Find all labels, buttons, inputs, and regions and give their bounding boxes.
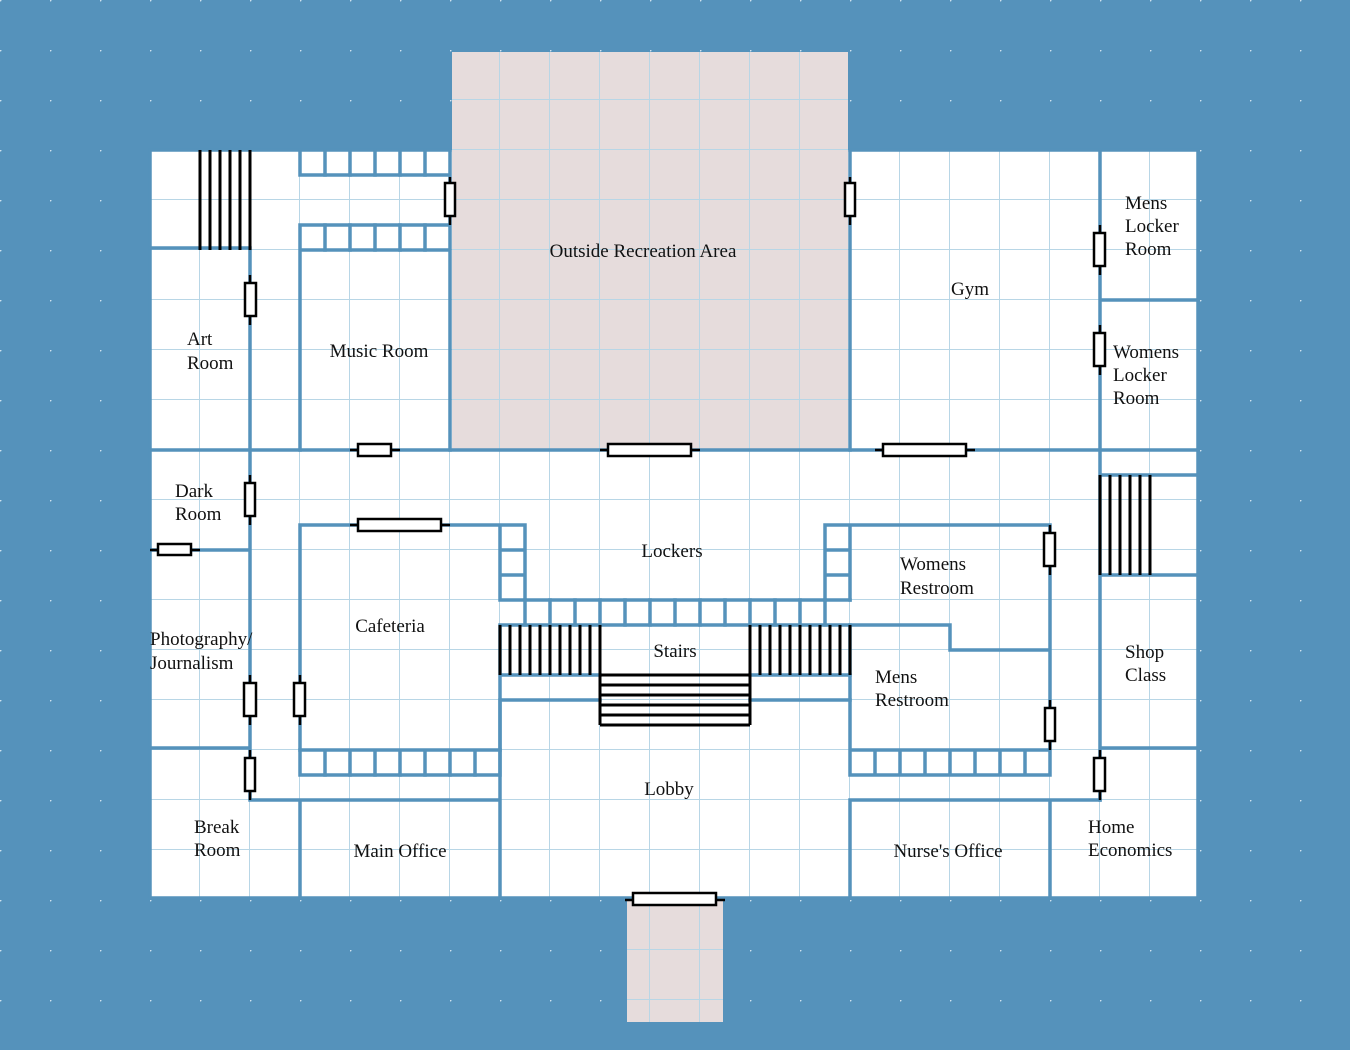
label-cafeteria: Cafeteria [355,616,425,637]
doors [150,177,1107,907]
label-womens-restroom-1: Womens [900,554,966,575]
door[interactable] [1092,325,1107,375]
door[interactable] [243,275,258,325]
label-outside-recreation: Outside Recreation Area [550,241,737,262]
door[interactable] [242,675,258,725]
door[interactable] [875,442,975,458]
door[interactable] [1042,525,1057,575]
label-photography-1: Photography/ [150,629,253,650]
label-art-room-2: Room [187,353,234,374]
door[interactable] [600,442,700,458]
label-womens-locker-3: Room [1113,388,1160,409]
label-lobby: Lobby [644,779,694,800]
label-shop-class-1: Shop [1125,642,1164,663]
stairs-hatching [198,150,1152,727]
door[interactable] [1043,700,1057,750]
label-shop-class-2: Class [1125,665,1166,686]
door[interactable] [1092,225,1107,275]
label-main-office: Main Office [353,841,446,862]
door[interactable] [150,542,200,557]
label-music-room: Music Room [330,341,429,362]
label-mens-restroom-2: Restroom [875,690,949,711]
label-gym: Gym [951,279,989,300]
label-womens-locker-1: Womens [1113,342,1179,363]
label-photography-2: Journalism [150,653,234,674]
label-dark-room-1: Dark [175,481,213,502]
door[interactable] [625,891,725,907]
label-womens-locker-2: Locker [1113,365,1167,386]
label-stairs: Stairs [653,641,696,662]
label-mens-locker-2: Locker [1125,216,1179,237]
label-mens-locker-1: Mens [1125,193,1167,214]
label-break-room-2: Room [194,840,241,861]
door[interactable] [843,177,857,225]
label-dark-room-2: Room [175,504,222,525]
label-home-economics-2: Economics [1088,840,1172,861]
door[interactable] [243,750,257,800]
door[interactable] [350,517,450,533]
entrance-grid [627,898,723,1022]
label-home-economics-1: Home [1088,817,1134,838]
label-womens-restroom-2: Restroom [900,578,974,599]
room-labels: Outside Recreation Area Art Room Music R… [150,193,1179,862]
door[interactable] [1092,750,1107,800]
door[interactable] [443,177,457,225]
label-art-room-1: Art [187,329,213,350]
door[interactable] [292,675,307,725]
label-mens-locker-3: Room [1125,239,1172,260]
label-lockers: Lockers [641,541,702,562]
label-break-room-1: Break [194,817,240,838]
door[interactable] [350,442,400,458]
label-nurses-office: Nurse's Office [893,841,1002,862]
door[interactable] [243,475,257,525]
label-mens-restroom-1: Mens [875,667,917,688]
outdoor-grid [452,52,848,450]
